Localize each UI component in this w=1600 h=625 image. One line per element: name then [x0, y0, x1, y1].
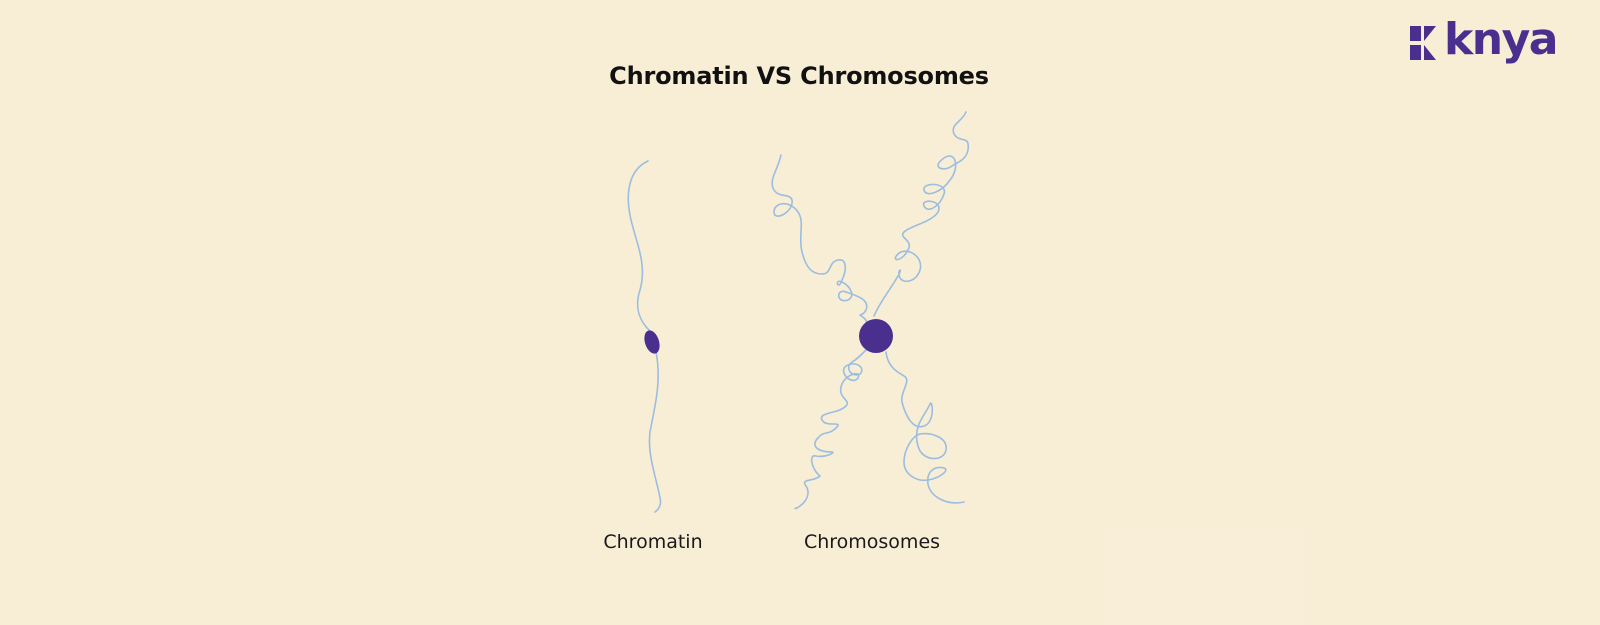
- chromosome-arm-lower-right: [885, 351, 965, 504]
- chromatin-centromere: [644, 330, 660, 354]
- chromosomes-label: Chromosomes: [803, 531, 941, 553]
- knya-logo-text: knya: [1444, 14, 1558, 65]
- chromosome-centromere: [859, 319, 893, 353]
- chromosome-arm-upper-left: [771, 154, 873, 335]
- knya-logo: knya: [1410, 14, 1560, 74]
- background-panel: [1105, 527, 1305, 625]
- chromatin-strand-lower: [648, 351, 662, 513]
- chromatin-strand-upper: [627, 160, 652, 333]
- page-title: Chromatin VS Chromosomes: [0, 62, 1600, 90]
- page-title-text: Chromatin VS Chromosomes: [609, 62, 989, 90]
- chromosome-arm-lower-left: [794, 349, 867, 510]
- knya-logo-icon: [1410, 26, 1436, 60]
- chromatin-label: Chromatin: [603, 531, 703, 553]
- chromosome-arm-upper-right: [873, 111, 970, 317]
